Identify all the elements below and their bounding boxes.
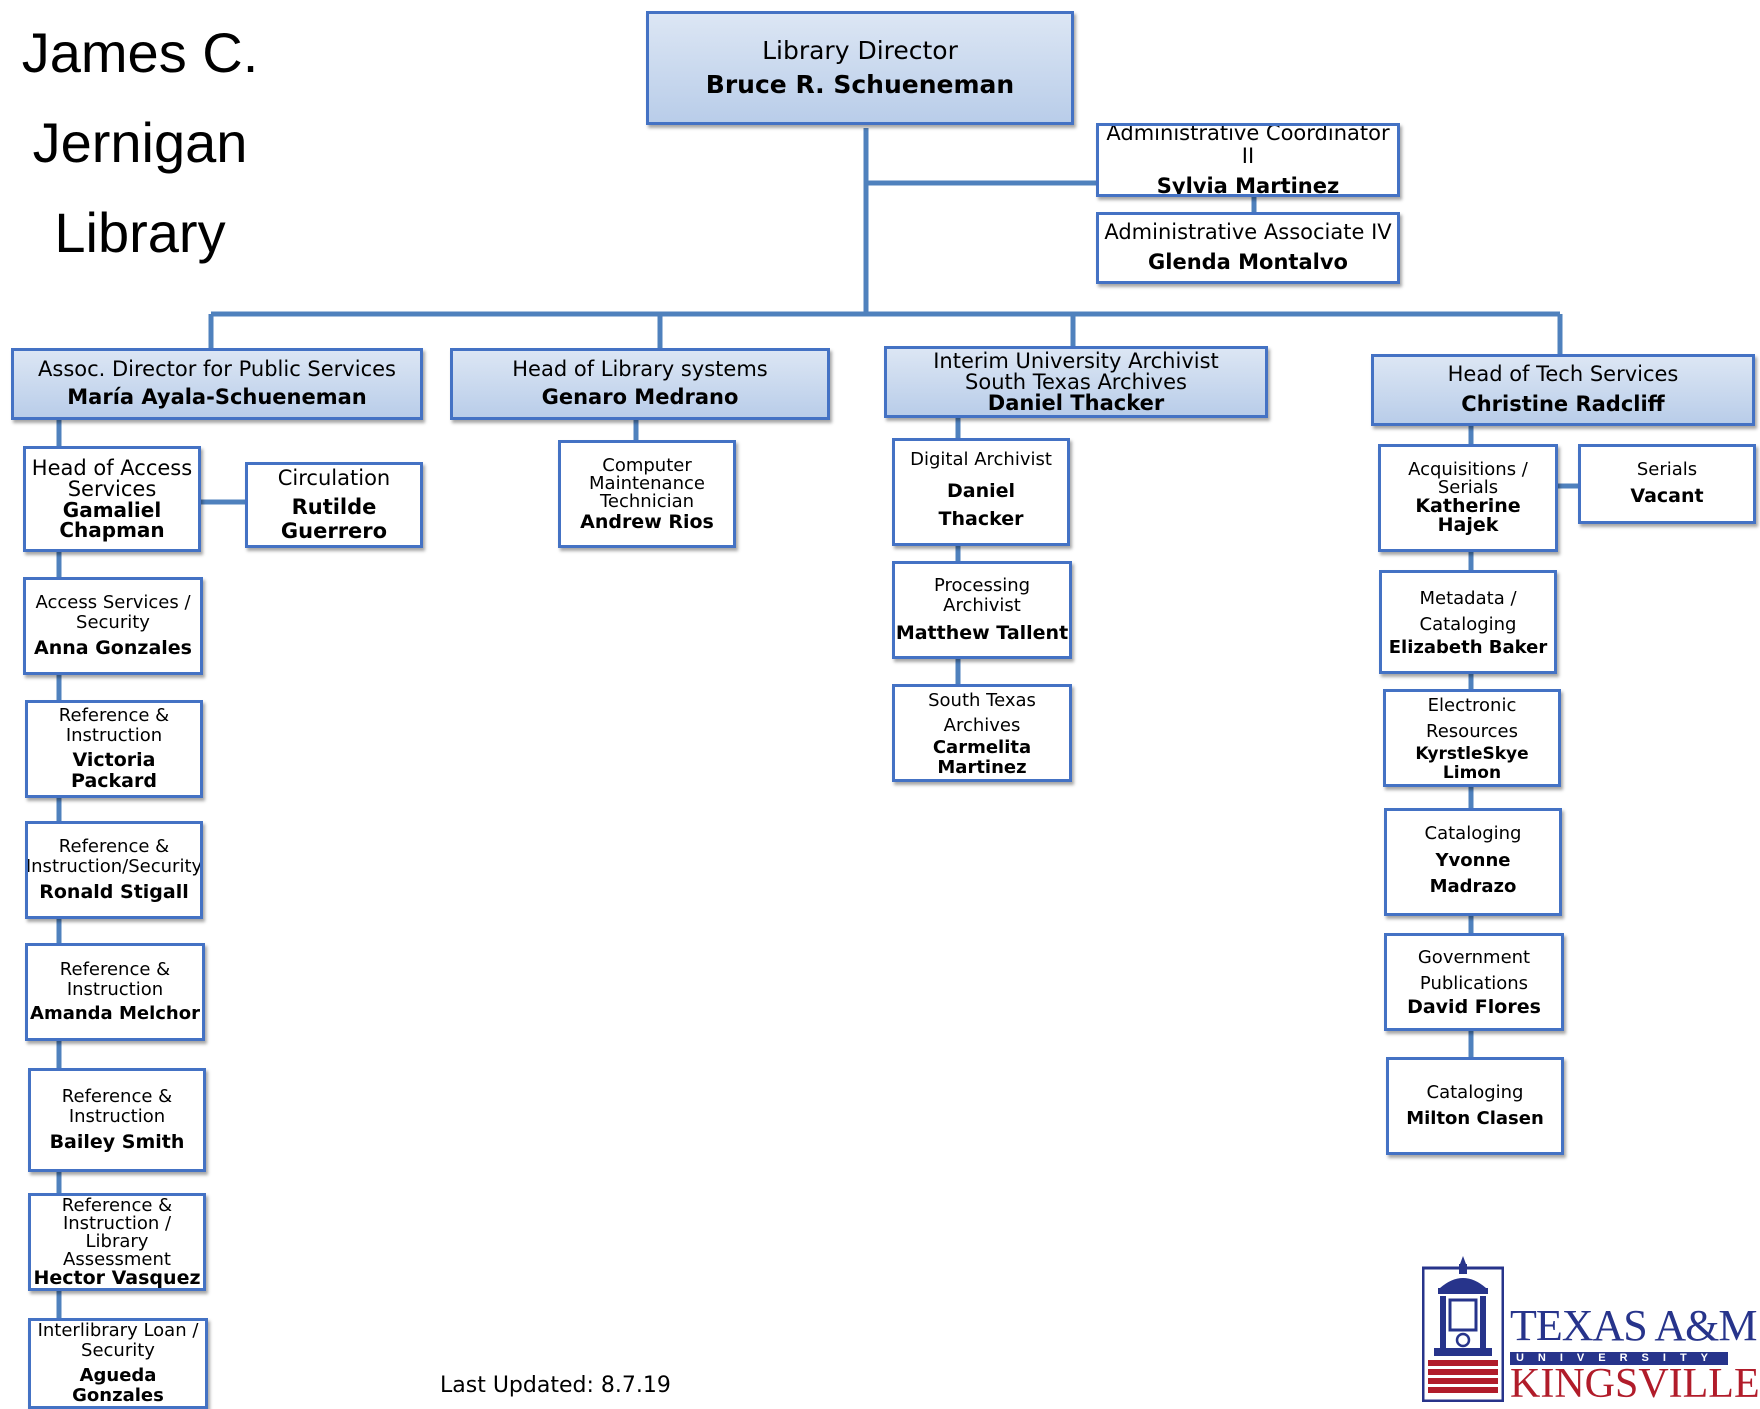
admin-coordinator-role: Administrative Coordinator II (1106, 123, 1390, 169)
archives-staff-name: Daniel Thacker (938, 479, 1024, 531)
tech-staff-box: Cataloging Yvonne Madrazo (1384, 808, 1562, 916)
public-staff-name: Amanda Melchor (30, 1003, 200, 1025)
archives-staff-role: South Texas Archives (928, 689, 1036, 736)
admin-coordinator-box: Administrative Coordinator II Sylvia Mar… (1096, 123, 1400, 197)
title-line-3: Library (54, 201, 226, 264)
access-head-box: Head of Access Services Gamaliel Chapman (23, 446, 201, 552)
head-systems-name: Genaro Medrano (541, 385, 739, 409)
archives-staff-name: Carmelita Martinez (932, 737, 1032, 779)
public-staff-role: Access Services / Security (35, 592, 191, 634)
systems-staff-box: Computer Maintenance Technician Andrew R… (558, 440, 736, 548)
public-staff-name: Agueda Gonzales (72, 1364, 164, 1406)
public-staff-box: Interlibrary Loan / Security Agueda Gonz… (28, 1318, 208, 1409)
chart-title: James C. Jernigan Library (0, 8, 290, 278)
public-staff-role: Interlibrary Loan / Security (37, 1320, 199, 1362)
head-archives-box: Interim University Archivist South Texas… (884, 346, 1268, 418)
archives-staff-role: Processing Archivist (933, 575, 1031, 617)
circulation-box: Circulation Rutilde Guerrero (245, 462, 423, 548)
tech-staff-box: Metadata / Cataloging Elizabeth Baker (1379, 570, 1557, 674)
tech-staff-box: Electronic Resources KyrstleSkye Limon (1383, 689, 1561, 787)
admin-coordinator-name: Sylvia Martinez (1156, 173, 1340, 197)
tech-staff-role: Government Publications (1417, 947, 1531, 995)
university-logo: TEXAS A&M UNIVERSITY KINGSVILLE (1422, 1254, 1760, 1405)
head-tech-services-box: Head of Tech Services Christine Radcliff (1371, 354, 1755, 426)
admin-associate-box: Administrative Associate IV Glenda Monta… (1096, 212, 1400, 284)
head-public-services-box: Assoc. Director for Public Services Marí… (11, 348, 423, 420)
university-crest-icon (1422, 1256, 1504, 1402)
head-systems-box: Head of Library systems Genaro Medrano (450, 348, 830, 420)
director-box: Library Director Bruce R. Schueneman (646, 11, 1074, 125)
access-head-name: Gamaliel Chapman (59, 498, 165, 542)
public-staff-role: Reference & Instruction / Library Assess… (61, 1194, 173, 1270)
access-head-role: Head of Access Services (31, 456, 193, 501)
head-archives-role-1: Interim University Archivist (933, 348, 1219, 373)
archives-staff-role: Digital Archivist (910, 449, 1052, 471)
director-role: Library Director (762, 36, 958, 65)
public-staff-role: Reference & Instruction (61, 1086, 173, 1128)
head-systems-role: Head of Library systems (512, 357, 768, 382)
acquisitions-box: Acquisitions / Serials Katherine Hajek (1378, 444, 1558, 552)
tech-staff-name: Elizabeth Baker (1388, 637, 1548, 659)
systems-staff-name: Andrew Rios (580, 510, 714, 533)
archives-staff-box: Digital Archivist Daniel Thacker (892, 438, 1070, 546)
public-staff-box: Reference & Instruction Bailey Smith (28, 1068, 206, 1172)
public-staff-box: Reference & Instruction/Security Ronald … (25, 821, 203, 919)
head-public-services-role: Assoc. Director for Public Services (38, 357, 396, 382)
circulation-role: Circulation (277, 465, 391, 490)
tech-staff-box: Cataloging Milton Clasen (1386, 1057, 1564, 1155)
director-name: Bruce R. Schueneman (705, 70, 1015, 99)
head-archives-name: Daniel Thacker (987, 390, 1165, 415)
head-archives-role-2: South Texas Archives (965, 369, 1187, 394)
public-staff-name: Hector Vasquez (33, 1266, 201, 1289)
public-staff-name: Bailey Smith (49, 1130, 185, 1153)
logo-text-texas: TEXAS A&M (1510, 1301, 1757, 1350)
public-staff-role: Reference & Instruction (59, 958, 171, 1000)
head-public-services-name: María Ayala-Schueneman (67, 385, 367, 409)
title-line-1: James C. (21, 21, 259, 84)
head-tech-services-name: Christine Radcliff (1461, 392, 1665, 416)
last-updated: Last Updated: 8.7.19 (440, 1373, 671, 1398)
tech-staff-name: Yvonne Madrazo (1429, 849, 1517, 898)
tech-staff-role: Electronic Resources (1426, 694, 1518, 742)
head-tech-services-role: Head of Tech Services (1447, 362, 1679, 387)
logo-text-university: UNIVERSITY (1510, 1352, 1728, 1365)
tech-staff-name: Milton Clasen (1406, 1108, 1544, 1129)
tech-staff-role: Cataloging (1424, 822, 1522, 844)
public-staff-box: Reference & Instruction / Library Assess… (28, 1193, 206, 1291)
tech-staff-name: David Flores (1407, 996, 1541, 1019)
archives-staff-box: Processing Archivist Matthew Tallent (892, 561, 1072, 659)
archives-staff-name: Matthew Tallent (895, 621, 1069, 644)
public-staff-name: Anna Gonzales (34, 636, 192, 659)
public-staff-name: Ronald Stigall (39, 880, 189, 903)
public-staff-box: Access Services / Security Anna Gonzales (23, 577, 203, 675)
serials-role: Serials (1636, 459, 1698, 481)
archives-staff-box: South Texas Archives Carmelita Martinez (892, 684, 1072, 782)
admin-associate-name: Glenda Montalvo (1148, 250, 1348, 274)
public-staff-role: Reference & Instruction/Security (25, 836, 203, 878)
public-staff-box: Reference & Instruction Victoria Packard (25, 700, 203, 798)
public-staff-name: Victoria Packard (71, 748, 157, 793)
title-line-2: Jernigan (32, 111, 248, 174)
systems-staff-role: Computer Maintenance Technician (589, 454, 705, 512)
public-staff-box: Reference & Instruction Amanda Melchor (25, 943, 205, 1041)
circulation-name: Rutilde Guerrero (280, 495, 388, 543)
logo-text-kingsville: KINGSVILLE (1510, 1361, 1760, 1407)
admin-associate-role: Administrative Associate IV (1104, 220, 1392, 245)
public-staff-role: Reference & Instruction (58, 704, 170, 746)
acquisitions-role: Acquisitions / Serials (1408, 459, 1528, 498)
serials-name: Vacant (1630, 485, 1704, 508)
tech-staff-role: Metadata / Cataloging (1419, 587, 1517, 635)
tech-staff-role: Cataloging (1426, 1081, 1524, 1103)
tech-staff-box: Government Publications David Flores (1384, 933, 1564, 1031)
tech-staff-name: KyrstleSkye Limon (1415, 744, 1529, 784)
acquisitions-name: Katherine Hajek (1415, 495, 1521, 536)
serials-box: Serials Vacant (1578, 444, 1756, 524)
